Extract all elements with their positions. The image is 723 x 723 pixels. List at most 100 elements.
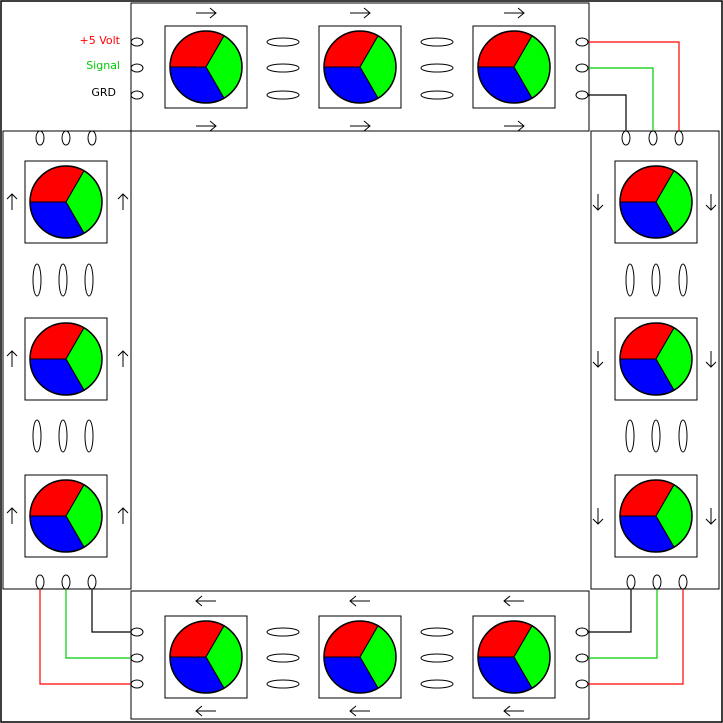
arrow-path (705, 194, 717, 211)
arrow-path (705, 508, 717, 525)
solder-pad-icon (84, 263, 94, 297)
led-frame (614, 474, 698, 558)
solder-pad-icon (130, 90, 144, 100)
solder-pad-icon (58, 419, 68, 453)
solder-pad-icon (266, 90, 300, 100)
wire (588, 67, 654, 132)
led-frame (164, 615, 248, 699)
solder-pad-icon (32, 263, 42, 297)
led-outline (29, 165, 103, 239)
strip-bottom (130, 590, 590, 720)
solder-pad-icon (648, 130, 658, 146)
solder-pad-icon (130, 627, 144, 637)
led-outline (323, 30, 397, 104)
solder-pad-icon (420, 63, 454, 73)
direction-arrow-icon (705, 351, 717, 368)
arrow-path (350, 120, 371, 132)
solder-pad-icon (130, 679, 144, 689)
direction-arrow-icon (349, 705, 370, 717)
wire (39, 588, 135, 685)
arrow-path (503, 595, 524, 607)
led-frame (614, 160, 698, 244)
rgb-led-icon (164, 615, 248, 699)
rgb-led-icon (614, 160, 698, 244)
solder-pad-icon (84, 419, 94, 453)
direction-arrow-icon (705, 508, 717, 525)
led-outline (619, 165, 693, 239)
wire (588, 94, 627, 132)
direction-arrow-icon (503, 705, 524, 717)
rgb-led-icon (472, 615, 556, 699)
solder-pad-icon (420, 653, 454, 663)
connection-wires (39, 41, 684, 685)
direction-arrow-icon (350, 120, 371, 132)
led-outline (169, 30, 243, 104)
led-outline (29, 322, 103, 396)
pad-group (32, 37, 688, 689)
rgb-led-icon (614, 317, 698, 401)
solder-pad-icon (130, 653, 144, 663)
direction-arrow-icon (195, 705, 216, 717)
rgb-led-icon (318, 25, 402, 109)
solder-pad-icon (87, 130, 97, 146)
direction-arrow-icon (592, 194, 604, 211)
wire (588, 588, 658, 659)
arrow-path (6, 193, 18, 210)
solder-pad-icon (58, 263, 68, 297)
solder-pad-icon (420, 627, 454, 637)
solder-pad-icon (625, 419, 635, 453)
led-outline (169, 620, 243, 694)
led-outline (619, 479, 693, 553)
led-frame (24, 317, 108, 401)
led-outline (477, 30, 551, 104)
arrow-path (349, 705, 370, 717)
solder-pad-icon (130, 37, 144, 47)
arrow-path (503, 705, 524, 717)
solder-pad-icon (61, 130, 71, 146)
arrow-path (350, 7, 371, 19)
led-frame (472, 25, 556, 109)
led-outline (477, 620, 551, 694)
rgb-led-icon (472, 25, 556, 109)
solder-pad-icon (61, 574, 71, 590)
arrow-path (195, 705, 216, 717)
arrow-path (592, 508, 604, 525)
arrow-path (705, 351, 717, 368)
solder-pad-icon (678, 419, 688, 453)
direction-arrow-icon (349, 595, 370, 607)
led-outline (323, 620, 397, 694)
arrow-path (117, 193, 129, 210)
arrow-path (592, 351, 604, 368)
direction-arrow-icon (350, 7, 371, 19)
rgb-led-icon (24, 317, 108, 401)
solder-pad-icon (674, 130, 684, 146)
solder-pad-icon (35, 574, 45, 590)
led-outline (619, 322, 693, 396)
arrow-path (6, 507, 18, 524)
wire (65, 588, 135, 659)
direction-arrow-icon (117, 350, 129, 367)
solder-pad-icon (266, 679, 300, 689)
direction-arrow-icon (117, 507, 129, 524)
solder-pad-icon (575, 90, 589, 100)
led-frame (472, 615, 556, 699)
led-group (24, 25, 698, 699)
solder-pad-icon (625, 263, 635, 297)
led-frame (24, 160, 108, 244)
arrow-path (196, 7, 217, 19)
solder-pad-icon (626, 574, 636, 590)
rgb-led-icon (24, 160, 108, 244)
led-frame (318, 25, 402, 109)
direction-arrow-icon (196, 7, 217, 19)
solder-pad-icon (575, 37, 589, 47)
arrow-path (349, 595, 370, 607)
wire (588, 588, 632, 633)
arrow-path (117, 350, 129, 367)
solder-pad-icon (420, 679, 454, 689)
direction-arrow-icon (196, 120, 217, 132)
arrow-path (504, 120, 525, 132)
solder-pad-icon (266, 653, 300, 663)
arrow-path (195, 595, 216, 607)
